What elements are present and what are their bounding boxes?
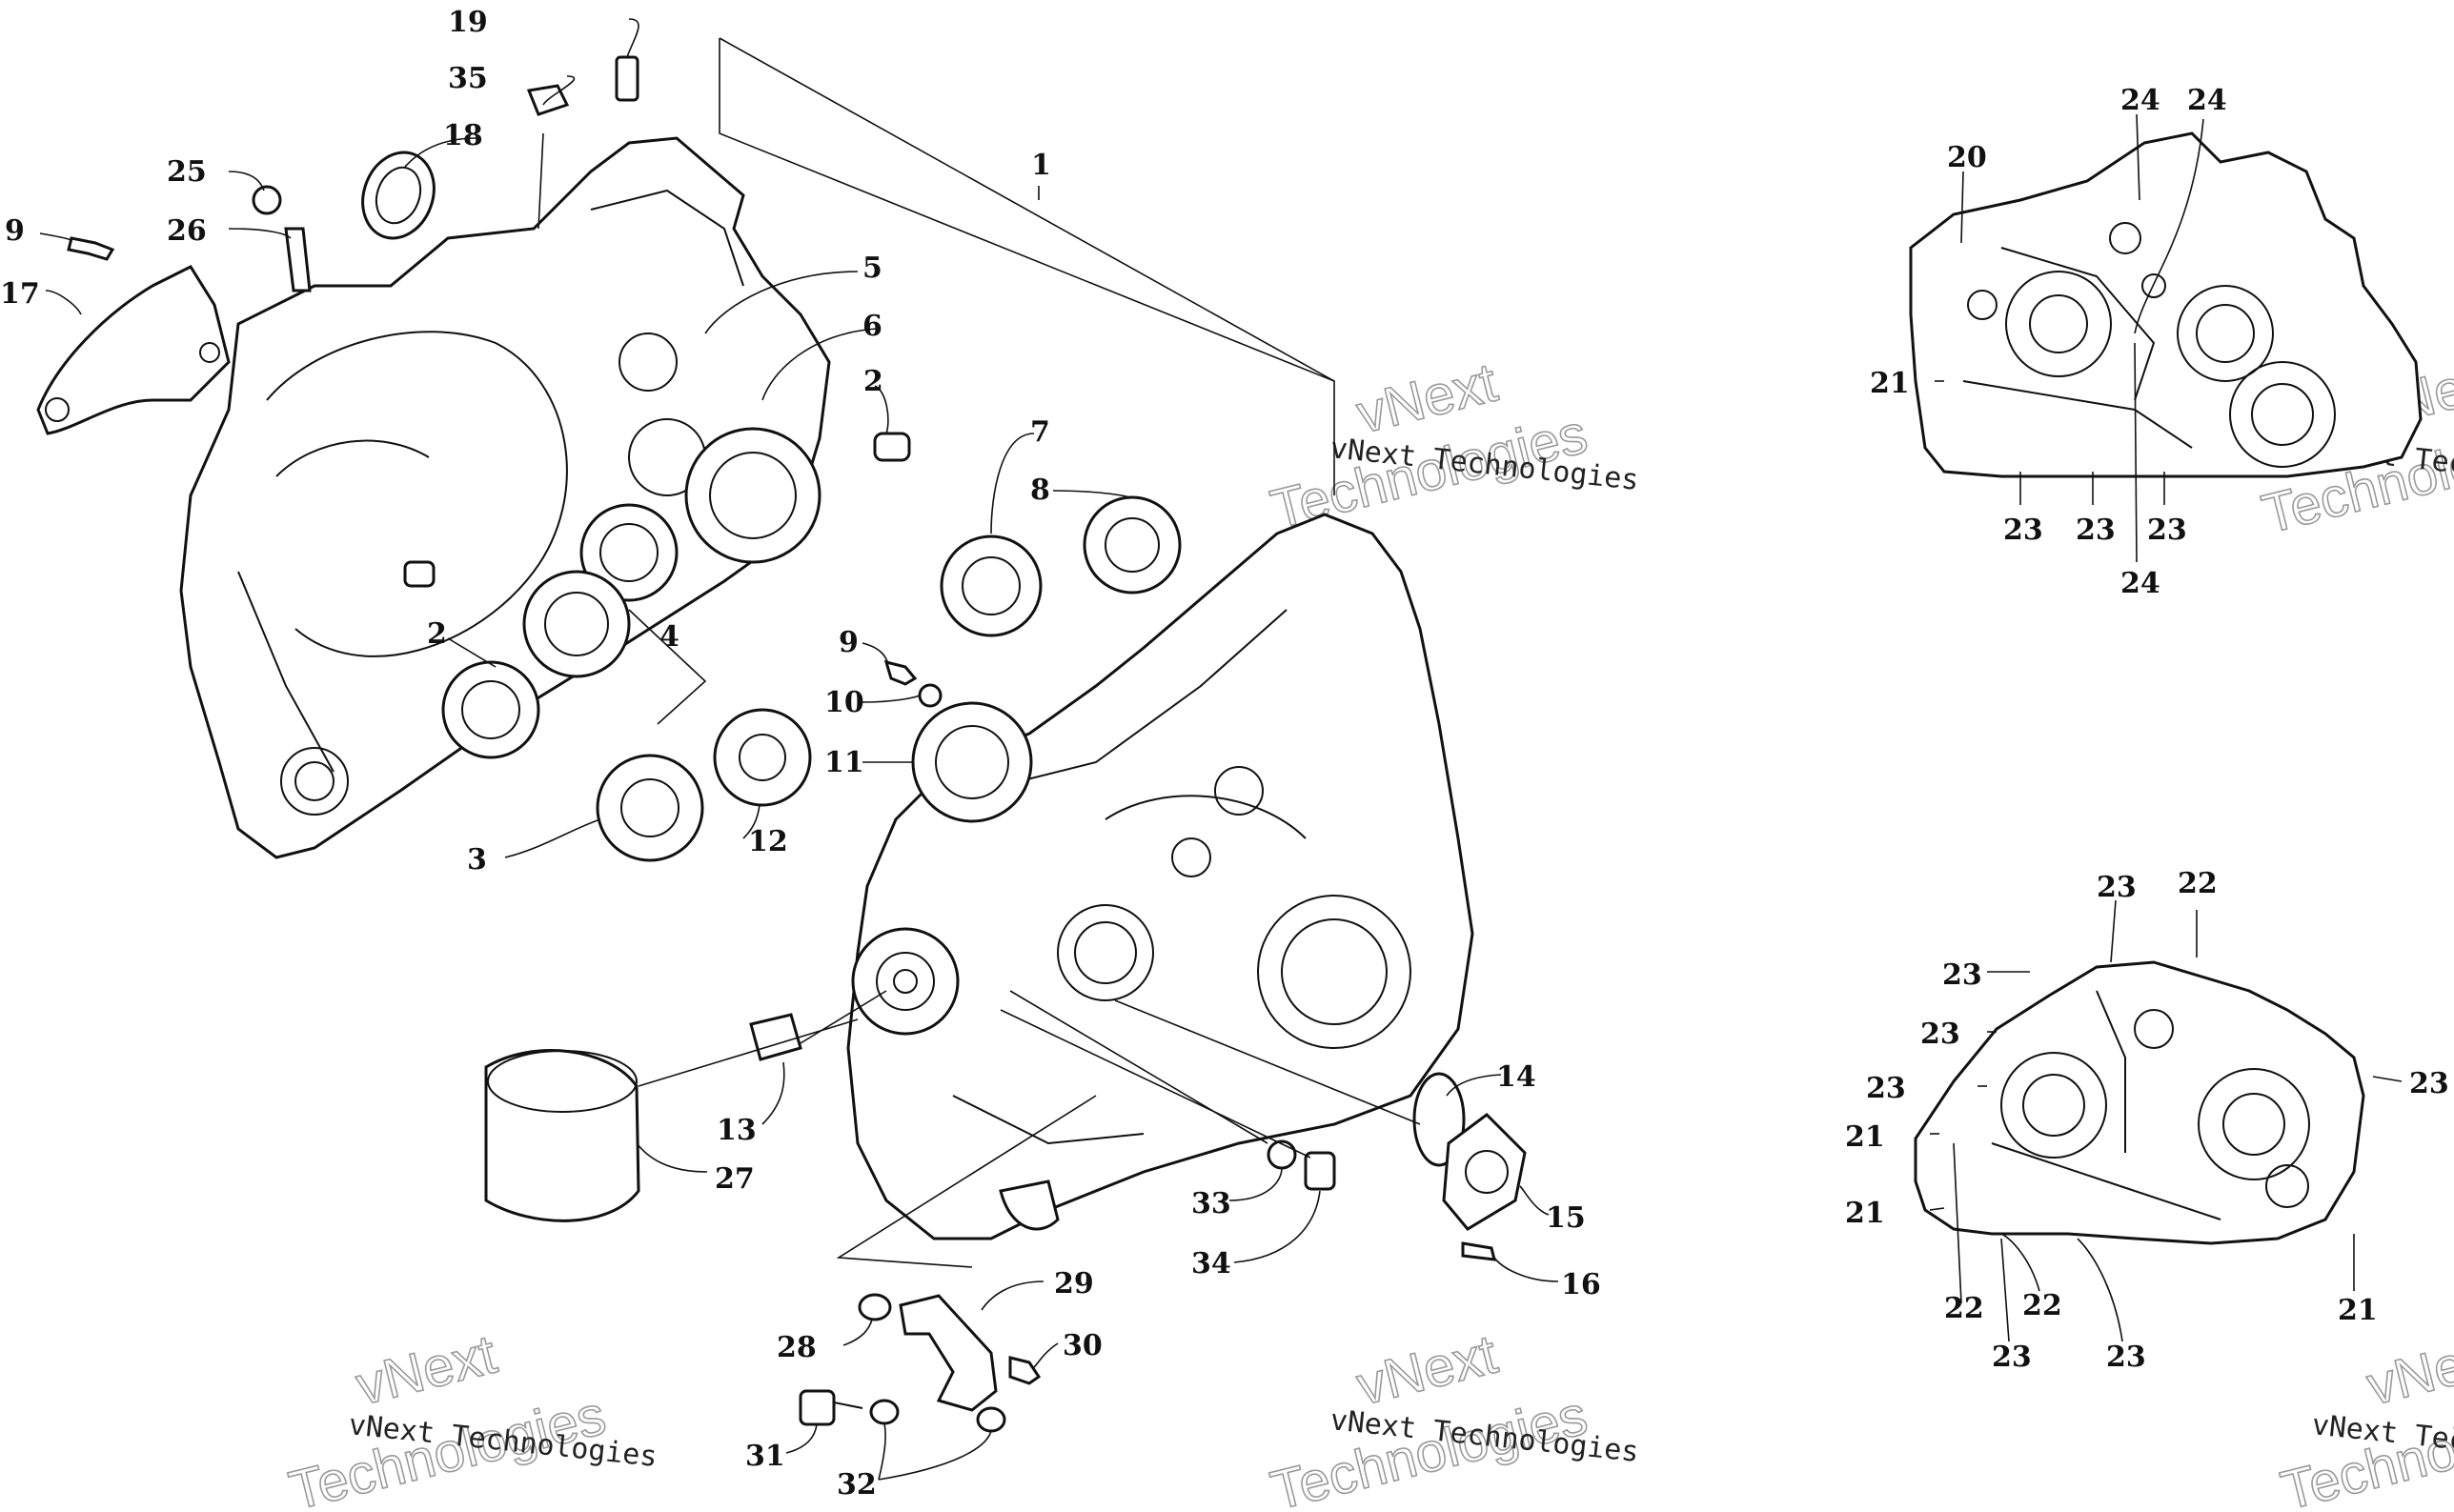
part-16-screw — [1461, 1241, 1496, 1261]
callouts-main: 1 2 2 3 4 5 6 7 8 9 9 10 11 12 13 14 15 … — [0, 6, 1601, 1502]
callout-28: 28 — [777, 1331, 817, 1364]
callout-3: 3 — [467, 843, 487, 877]
part-15-plate — [1442, 1113, 1527, 1231]
callout-inset-bottom-23e: 23 — [2409, 1067, 2449, 1100]
callout-inset-bottom-22b: 22 — [1944, 1292, 1984, 1325]
callout-9-lower: 9 — [839, 626, 859, 659]
svg-text:vNext: vNext — [1350, 1323, 1503, 1418]
callout-32: 32 — [837, 1468, 877, 1502]
callout-inset-top-23a: 23 — [2003, 514, 2043, 547]
callout-inset-top-21: 21 — [1870, 367, 1910, 400]
callout-15: 15 — [1546, 1201, 1586, 1235]
part-12-seal — [713, 708, 812, 807]
callout-9-upper: 9 — [5, 214, 25, 248]
callout-inset-top-24b: 24 — [2187, 84, 2227, 117]
svg-text:vNext: vNext — [2361, 1323, 2454, 1418]
callout-25: 25 — [167, 155, 207, 189]
part-11-bearing — [911, 701, 1033, 823]
part-34-plug — [1304, 1151, 1336, 1191]
part-32-washer-right — [976, 1406, 1006, 1433]
inset-top-leaders — [1935, 113, 2204, 563]
part-26-stud — [284, 227, 312, 292]
callout-inset-top-23b: 23 — [2076, 514, 2116, 547]
callouts-inset-top: 20 21 24 24 24 23 23 23 — [1870, 84, 2227, 600]
part-18-seal — [361, 151, 436, 240]
callout-12: 12 — [748, 825, 788, 858]
callout-33: 33 — [1191, 1187, 1231, 1220]
callout-inset-bottom-23a: 23 — [2097, 871, 2137, 904]
left-crankcase-half — [179, 136, 831, 859]
callout-inset-top-24c: 24 — [2120, 567, 2160, 600]
callout-30: 30 — [1063, 1329, 1103, 1362]
part-25-nut — [252, 185, 282, 215]
part-9-bolt-lower — [883, 659, 918, 686]
callout-inset-bottom-23g: 23 — [2106, 1341, 2146, 1374]
callouts-inset-bottom: 23 22 23 23 23 23 21 21 22 22 23 23 21 — [1845, 867, 2449, 1374]
callout-inset-bottom-21b: 21 — [1845, 1197, 1885, 1230]
callout-27: 27 — [715, 1162, 755, 1196]
callout-inset-bottom-23f: 23 — [1992, 1341, 2032, 1374]
callout-inset-bottom-21c: 21 — [2338, 1294, 2378, 1327]
callout-2-lower: 2 — [427, 617, 447, 651]
svg-text:vNext: vNext — [350, 1323, 502, 1418]
part-9-bolt — [67, 236, 115, 261]
callout-4: 4 — [659, 620, 679, 654]
inset-casing-bottom — [1914, 960, 2365, 1245]
watermark-2: vNext Technologies vNext Technologies — [1265, 351, 1641, 542]
callout-29: 29 — [1054, 1267, 1094, 1300]
callout-6: 6 — [862, 310, 882, 343]
callout-inset-bottom-21a: 21 — [1845, 1120, 1885, 1154]
callout-17: 17 — [0, 277, 40, 311]
part-33-washer — [1267, 1139, 1297, 1170]
part-31-bolt — [799, 1389, 836, 1426]
callout-11: 11 — [824, 746, 864, 779]
callout-inset-top-20: 20 — [1947, 141, 1987, 174]
callout-31: 31 — [745, 1440, 785, 1473]
part-29-pipe — [899, 1294, 998, 1412]
leader-lines — [39, 18, 1559, 1481]
part-30-bolt — [1008, 1356, 1042, 1385]
callout-7: 7 — [1030, 415, 1050, 449]
right-crankcase-half — [846, 513, 1474, 1240]
part-7-bearing — [940, 534, 1043, 637]
part-10-washer — [918, 683, 943, 708]
callout-8: 8 — [1030, 474, 1050, 507]
callout-inset-top-24a: 24 — [2120, 84, 2160, 117]
part-17-bracket — [36, 265, 231, 435]
part-3-bearing — [596, 754, 704, 862]
callout-inset-bottom-23b: 23 — [1942, 958, 1982, 992]
callout-5: 5 — [862, 252, 882, 285]
callout-inset-bottom-22c: 22 — [2022, 1289, 2062, 1322]
callout-inset-bottom-22a: 22 — [2178, 867, 2218, 900]
callout-19: 19 — [448, 6, 488, 39]
callout-16: 16 — [1561, 1268, 1601, 1301]
part-8-bearing — [1083, 495, 1182, 595]
part-27-oil-filter — [484, 1049, 640, 1222]
callout-inset-bottom-23c: 23 — [1920, 1018, 1960, 1051]
part-32-washer-left — [869, 1399, 900, 1425]
watermark-6: vNext Technologies vNext Technologies — [2275, 1322, 2454, 1512]
callout-10: 10 — [824, 686, 864, 719]
watermark-4: vNext Technologies vNext Technologies — [283, 1322, 659, 1512]
part-2-dowel-upper — [873, 432, 911, 462]
callout-2-upper: 2 — [863, 365, 883, 398]
inset-bottom-leaders — [1929, 899, 2403, 1342]
callout-35: 35 — [448, 62, 488, 95]
loose-parts — [36, 55, 1527, 1433]
callout-26: 26 — [167, 214, 207, 248]
callout-inset-top-23c: 23 — [2147, 514, 2187, 547]
callout-1: 1 — [1031, 149, 1051, 182]
callout-inset-bottom-23d: 23 — [1866, 1072, 1906, 1105]
callout-14: 14 — [1496, 1060, 1536, 1094]
part-19-dowel — [615, 55, 639, 102]
part-13-nipple — [749, 1013, 802, 1061]
part-28-oring — [858, 1293, 892, 1321]
inset-casing-top — [1909, 131, 2423, 478]
watermark-5: vNext Technologies vNext Technologies — [1265, 1322, 1641, 1512]
callout-34: 34 — [1191, 1247, 1231, 1280]
callout-13: 13 — [717, 1114, 757, 1147]
callout-18: 18 — [443, 119, 483, 152]
